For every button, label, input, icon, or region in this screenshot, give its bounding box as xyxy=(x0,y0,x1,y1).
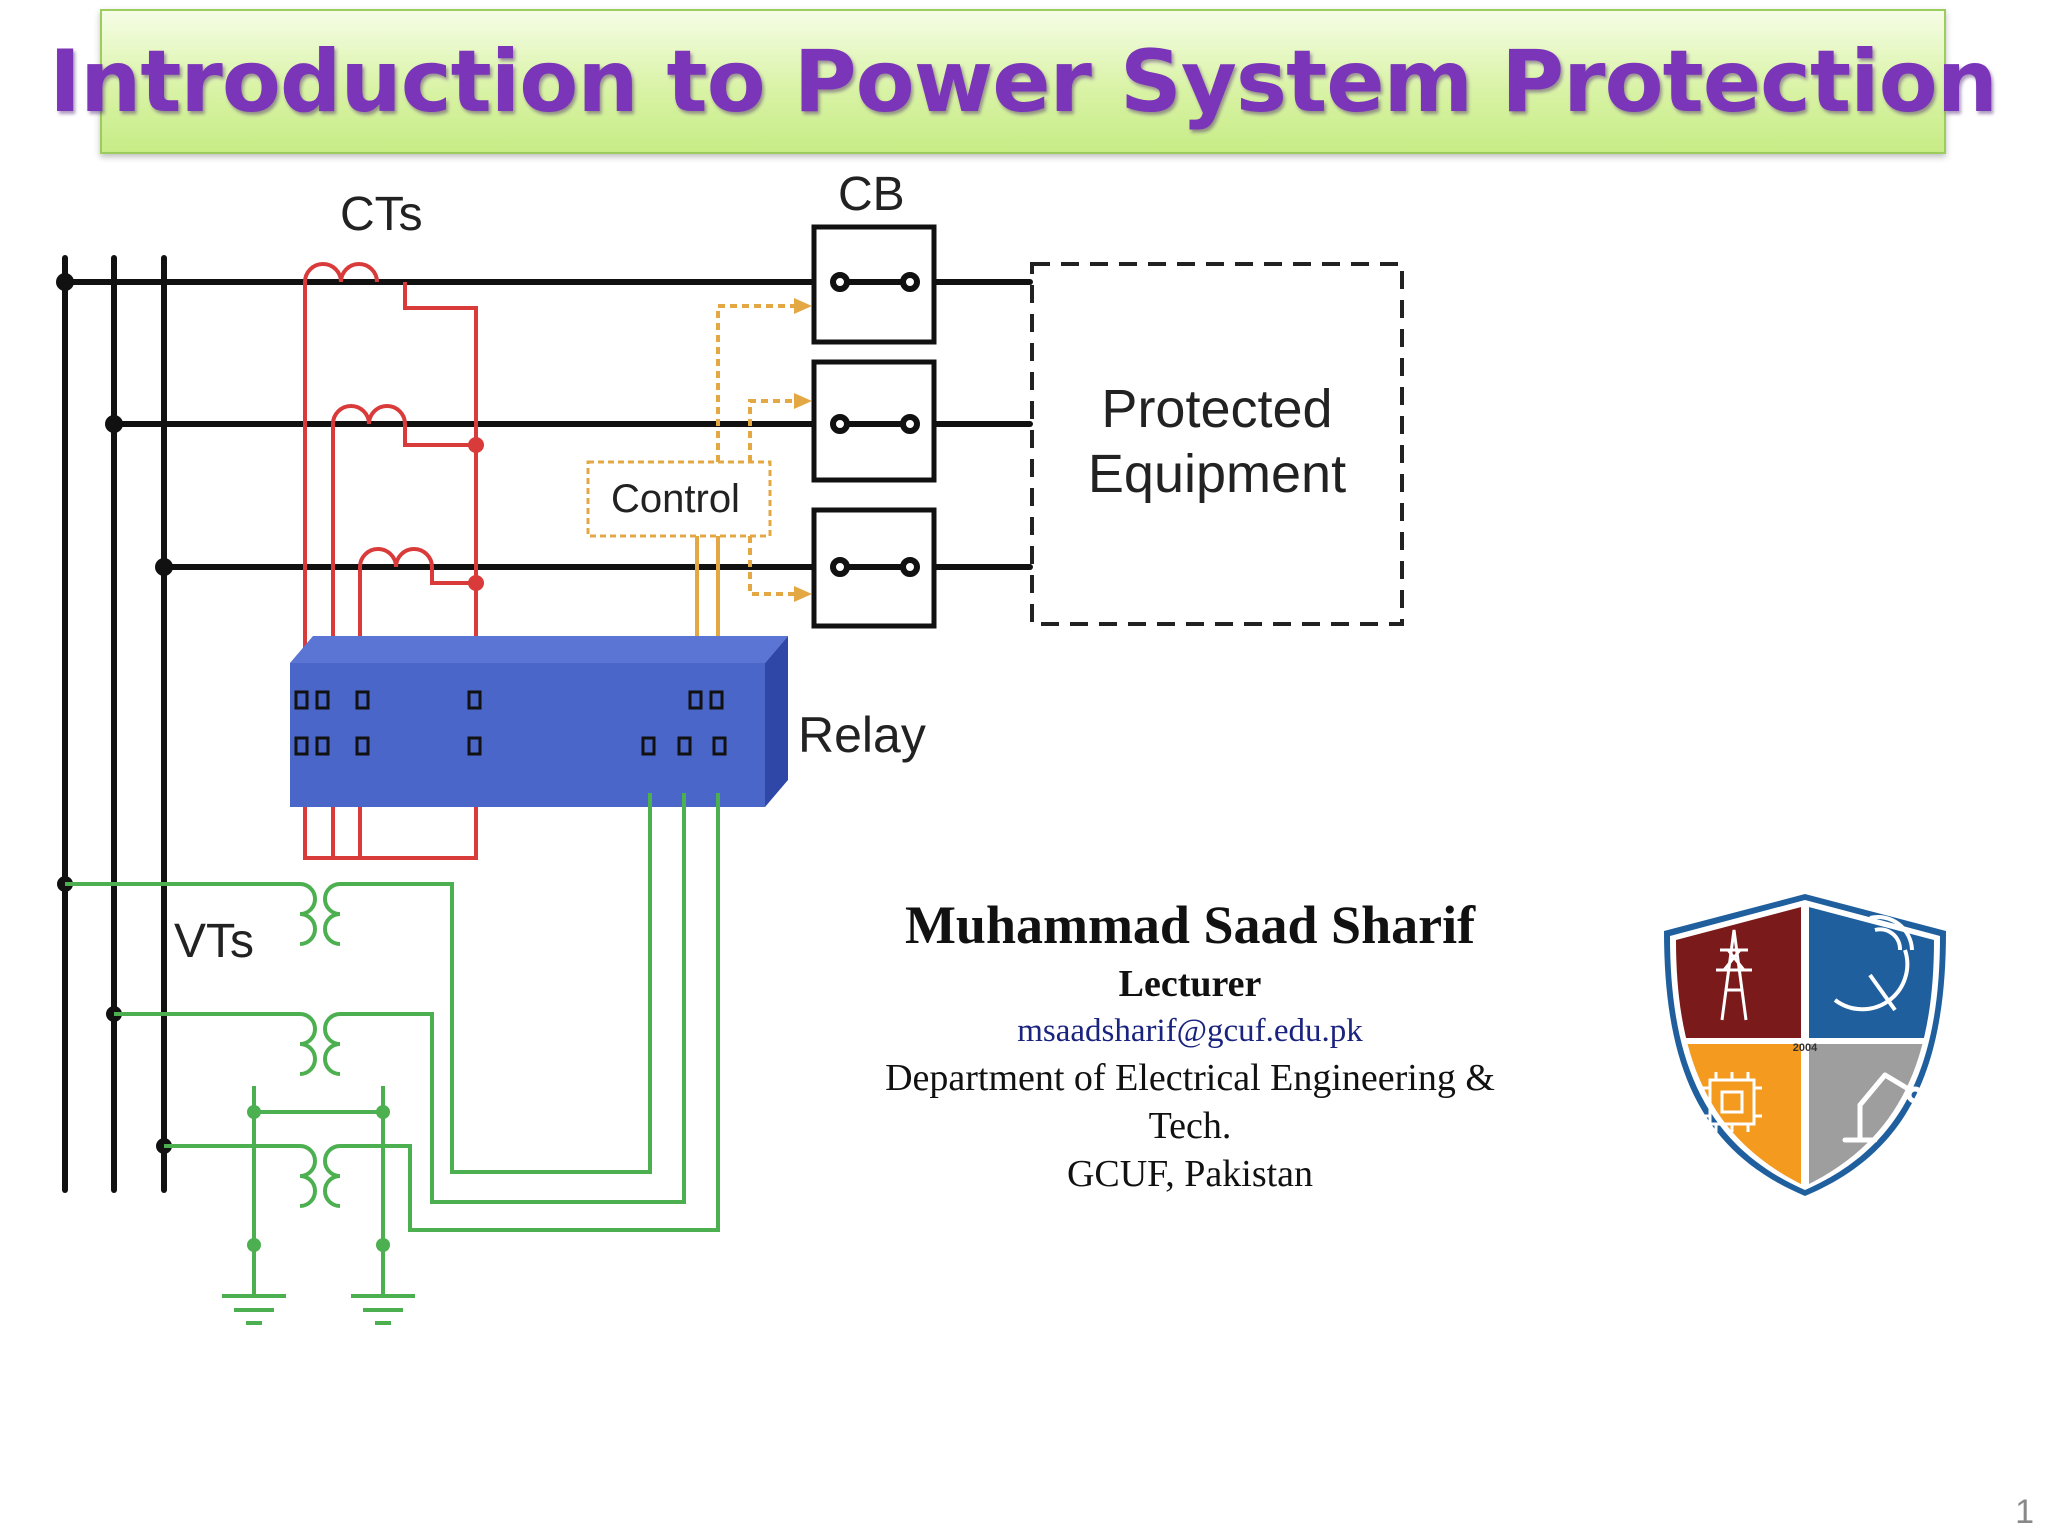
author-role: Lecturer xyxy=(1118,963,1262,1005)
title-banner: Introduction to Power System Protection xyxy=(49,9,1998,154)
department-line2: Tech. xyxy=(1148,1105,1232,1147)
vt-wiring xyxy=(65,793,720,1245)
author-block: Muhammad Saad Sharif Lecturer msaadshari… xyxy=(820,890,1560,1198)
vt-coils xyxy=(299,882,341,1208)
vts-label: VTs xyxy=(174,915,254,968)
department-line1: Department of Electrical Engineering & xyxy=(885,1057,1495,1099)
page-number: 1 xyxy=(2015,1493,2034,1531)
author-name: Muhammad Saad Sharif xyxy=(904,895,1476,955)
logo-year: 2004 xyxy=(1793,1042,1818,1054)
university: GCUF, Pakistan xyxy=(1066,1153,1314,1195)
vt-junctions xyxy=(247,1105,390,1252)
relay-label: Relay xyxy=(798,707,926,763)
cb-label: CB xyxy=(838,168,905,221)
ground-symbols xyxy=(222,1245,415,1325)
author-email[interactable]: msaadsharif@gcuf.edu.pk xyxy=(1017,1013,1363,1049)
protected-equipment-box xyxy=(1030,262,1404,626)
control-label: Control xyxy=(611,477,740,521)
relay-terminals xyxy=(294,690,727,756)
tower-icon xyxy=(1716,929,1752,1021)
protected-equipment-label-line2: Equipment xyxy=(1088,444,1346,504)
protected-equipment-label-line1: Protected xyxy=(1101,379,1332,439)
university-shield-logo: 2004 xyxy=(1664,894,1946,1196)
ct-junctions xyxy=(468,437,484,591)
breaker-contacts xyxy=(830,272,920,577)
control-arrows xyxy=(794,298,812,602)
satellite-dish-icon xyxy=(1833,915,1914,1012)
robot-arm-icon xyxy=(1842,1072,1924,1143)
cts-label: CTs xyxy=(340,188,423,241)
chip-icon xyxy=(1702,1072,1762,1132)
protection-diagram: CTs CB Control Protected Equipment Relay… xyxy=(56,168,1404,1325)
slide-title: Introduction to Power System Protection xyxy=(49,31,1998,132)
relay-block xyxy=(290,636,788,807)
bus-bars xyxy=(62,255,1033,1193)
control-box xyxy=(586,460,772,538)
